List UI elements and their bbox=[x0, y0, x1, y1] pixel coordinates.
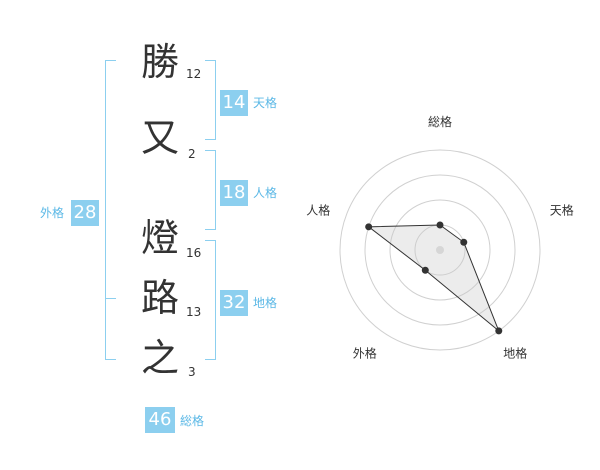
stroke-count-4: 13 bbox=[186, 305, 202, 319]
chikaku-label: 地格 bbox=[253, 296, 278, 310]
stroke-count-5: 3 bbox=[188, 365, 196, 379]
stroke-count-1: 12 bbox=[186, 67, 202, 81]
soukaku-label: 総格 bbox=[180, 414, 205, 428]
radar-ring-2 bbox=[389, 199, 491, 301]
radar-ring-3 bbox=[364, 174, 516, 326]
radar-axis-label-2: 天格 bbox=[550, 202, 574, 217]
radar-axis-label-1: 総格 bbox=[428, 114, 452, 129]
gaikaku-badge: 28 bbox=[71, 200, 99, 226]
radar-axis-label-3: 地格 bbox=[503, 346, 527, 361]
jinkaku-badge: 18 bbox=[220, 180, 248, 206]
bracket-gaikaku bbox=[105, 60, 116, 360]
jinkaku-label: 人格 bbox=[253, 186, 278, 200]
name-char-5: 之 bbox=[140, 336, 179, 380]
stroke-count-2: 2 bbox=[188, 147, 196, 161]
radar-axis-label-5: 人格 bbox=[306, 202, 330, 217]
bracket-chikaku-left bbox=[105, 298, 116, 299]
soukaku-badge: 46 bbox=[145, 407, 175, 433]
bracket-chikaku bbox=[205, 240, 216, 360]
radar-point-4 bbox=[421, 266, 429, 274]
radar-point-5 bbox=[365, 223, 373, 231]
name-char-2: 又 bbox=[140, 116, 179, 160]
radar-point-1 bbox=[436, 221, 444, 229]
name-char-4: 路 bbox=[140, 276, 179, 320]
tenkaku-badge: 14 bbox=[220, 90, 248, 116]
tenkaku-label: 天格 bbox=[253, 96, 278, 110]
name-char-1: 勝 bbox=[140, 40, 179, 84]
stroke-count-3: 16 bbox=[186, 246, 202, 260]
radar-ring-4 bbox=[339, 149, 541, 351]
bracket-tenkaku bbox=[205, 60, 216, 140]
bracket-jinkaku bbox=[205, 150, 216, 230]
radar-value-polygon bbox=[367, 224, 500, 332]
radar-axis-label-4: 外格 bbox=[353, 346, 377, 361]
radar-point-3 bbox=[495, 327, 503, 335]
name-char-3: 燈 bbox=[140, 216, 179, 260]
chikaku-badge: 32 bbox=[220, 290, 248, 316]
radar-center-dot bbox=[436, 246, 444, 254]
radar-point-2 bbox=[460, 238, 468, 246]
gaikaku-label: 外格 bbox=[40, 206, 65, 220]
